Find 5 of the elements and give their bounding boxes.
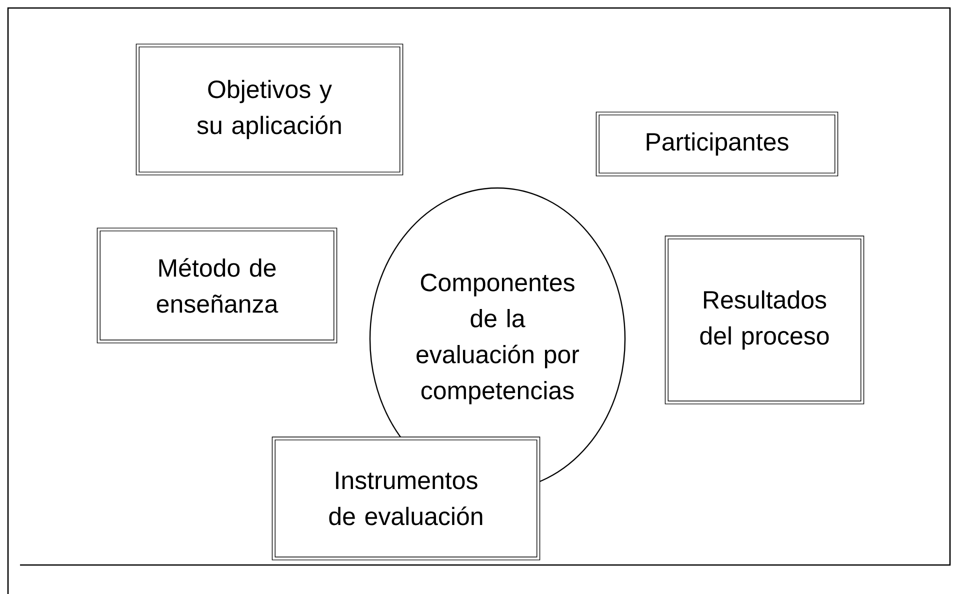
double-border-box: Objetivos y su aplicación	[136, 44, 404, 176]
double-border-box: Participantes	[596, 112, 838, 176]
double-border-box: Instrumentos de evaluación	[272, 436, 540, 560]
double-border-box: Método de enseñanza	[96, 228, 338, 344]
double-border-box: Resultados del proceso	[664, 236, 864, 404]
